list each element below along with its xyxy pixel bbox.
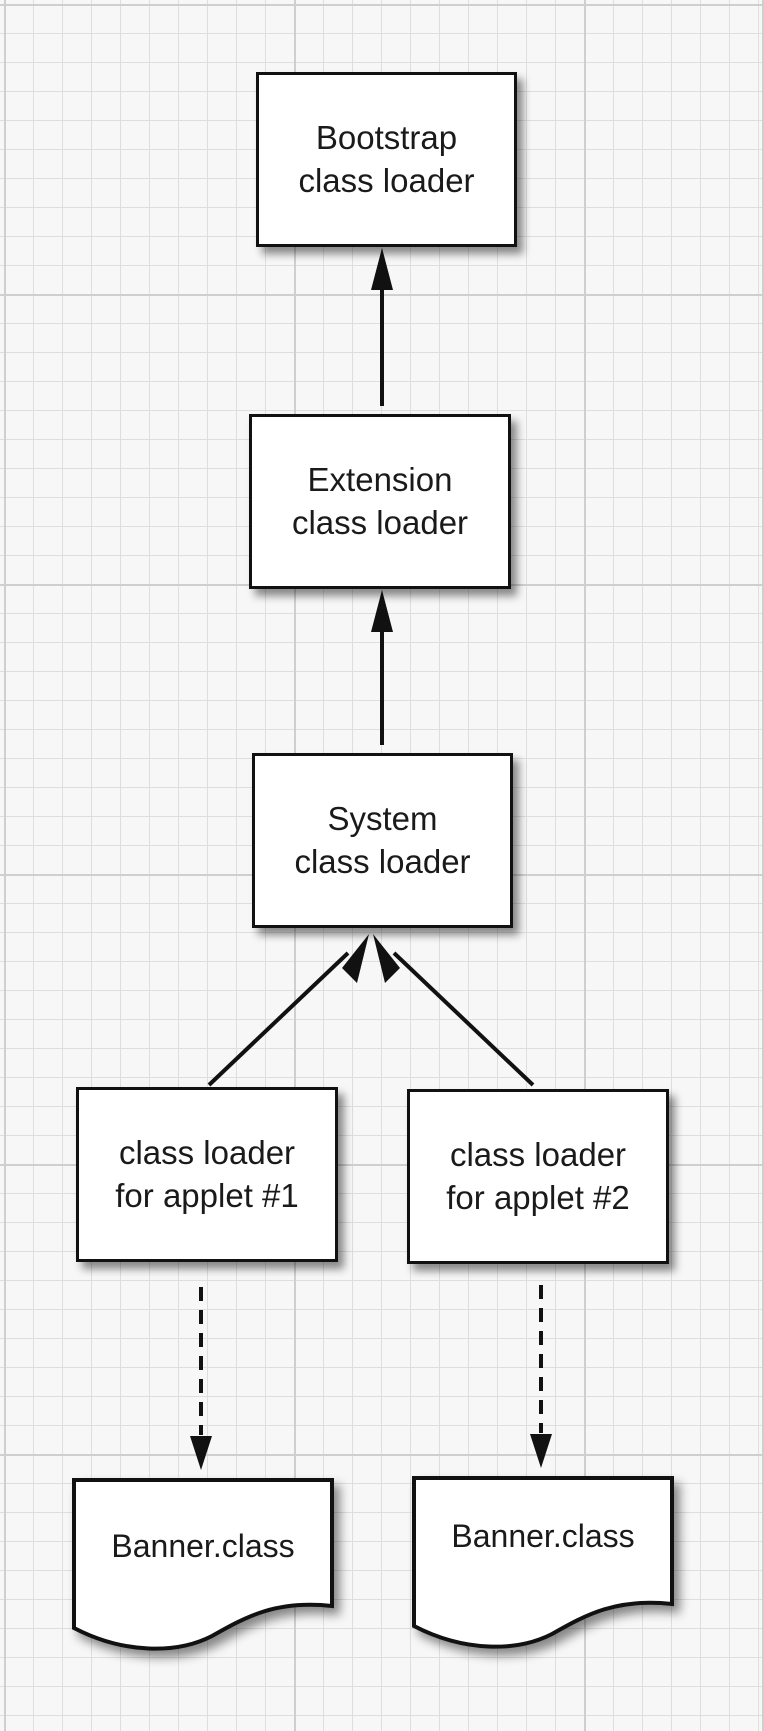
applet1-node-line1: class loader (118, 1134, 296, 1172)
edge-applet2-to-banner2-dashed (530, 1285, 552, 1468)
extension-node-line2: class loader (291, 503, 469, 541)
system-node-line1: System (327, 800, 438, 838)
applet1-class-loader-node: class loader for applet #1 (76, 1087, 338, 1262)
edge-system-to-extension (371, 590, 393, 745)
banner2-label: Banner.class (451, 1518, 635, 1554)
edge-applet1-to-banner1-dashed (190, 1287, 212, 1470)
document-shape-icon (412, 1476, 674, 1649)
edge-applet2-to-system (373, 934, 535, 1087)
applet2-class-loader-node: class loader for applet #2 (407, 1089, 669, 1264)
document-shape-icon (72, 1478, 334, 1651)
system-node-line2: class loader (294, 842, 471, 880)
bootstrap-class-loader-node: Bootstrap class loader (256, 72, 517, 247)
bootstrap-node-line1: Bootstrap (315, 119, 458, 157)
banner1-document-node: Banner.class (72, 1478, 334, 1658)
edge-applet1-to-system (207, 934, 369, 1087)
banner2-document-node: Banner.class (412, 1476, 674, 1656)
applet2-node-line2: for applet #2 (446, 1178, 630, 1216)
system-class-loader-node: System class loader (252, 753, 513, 928)
extension-class-loader-node: Extension class loader (249, 414, 511, 589)
extension-node-line1: Extension (307, 461, 453, 499)
banner1-label: Banner.class (111, 1528, 295, 1564)
applet2-node-line1: class loader (449, 1136, 627, 1174)
applet1-node-line2: for applet #1 (115, 1176, 299, 1214)
edge-extension-to-bootstrap (371, 248, 393, 406)
bootstrap-node-line2: class loader (298, 161, 475, 199)
